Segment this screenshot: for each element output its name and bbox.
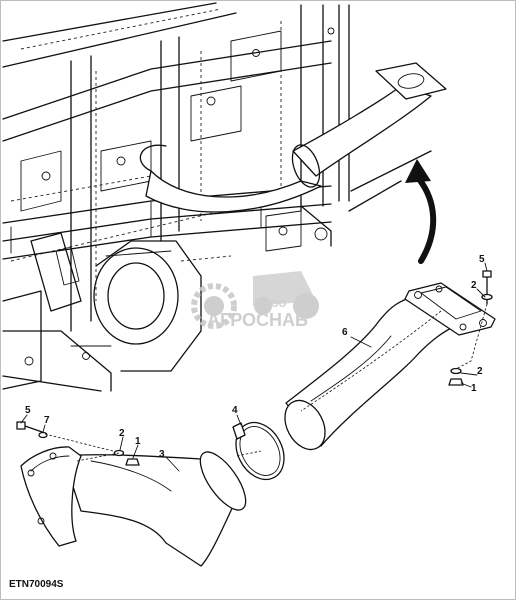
part-6-duct bbox=[284, 282, 496, 451]
fasteners bbox=[16, 270, 493, 466]
callout-2-right: 2 bbox=[477, 366, 483, 377]
callout-2-top: 2 bbox=[471, 280, 477, 291]
callout-5-left: 5 bbox=[25, 405, 31, 416]
callout-5-top: 5 bbox=[479, 254, 485, 265]
machine-frame bbox=[2, 2, 432, 392]
watermark-small-text: ООО bbox=[263, 299, 287, 310]
callout-3: 3 bbox=[159, 449, 165, 460]
installed-duct bbox=[139, 62, 447, 213]
callout-1-right: 1 bbox=[471, 383, 477, 394]
figure-identifier: ETN70094S bbox=[9, 579, 64, 590]
installation-arrow bbox=[405, 159, 437, 264]
part-3-elbow bbox=[20, 446, 247, 567]
callout-6: 6 bbox=[342, 327, 348, 338]
leader-lines bbox=[20, 262, 488, 472]
callout-4: 4 bbox=[232, 405, 238, 416]
callout-7: 7 bbox=[44, 415, 50, 426]
callout-2-middle: 2 bbox=[119, 428, 125, 439]
watermark-brand-text: АГРОСНАБ bbox=[207, 310, 308, 330]
callout-labels: 5 2 6 2 1 5 7 2 1 3 4 bbox=[25, 254, 485, 460]
callout-1-middle: 1 bbox=[135, 436, 141, 447]
part-4-clamp bbox=[232, 421, 285, 481]
watermark-logo: ООО АГРОСНАБ bbox=[191, 271, 319, 330]
